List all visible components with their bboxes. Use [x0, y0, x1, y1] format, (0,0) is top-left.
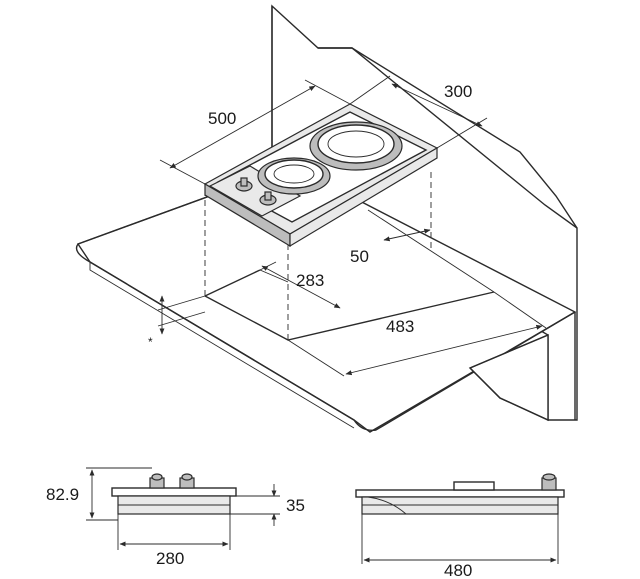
dimension-label-280: 280	[156, 549, 184, 568]
dimension-35: 35	[230, 484, 305, 526]
large-hotplate	[309, 121, 403, 171]
dimension-483: 483	[287, 291, 547, 377]
dimension-480: 480	[361, 514, 559, 579]
hob-appliance	[203, 103, 439, 248]
dimension-280: 280	[117, 514, 231, 568]
dimension-label-483: 483	[386, 317, 414, 336]
side-view: 480	[355, 473, 565, 579]
dimension-label-50: 50	[350, 247, 369, 266]
side-view-body	[355, 473, 565, 515]
front-view-body	[111, 473, 237, 515]
asterisk-note: *	[148, 335, 153, 349]
front-view: 82.9 35 280	[46, 467, 305, 568]
small-hotplate	[257, 157, 331, 195]
dimension-label-283: 283	[296, 271, 324, 290]
control-knob-1	[235, 177, 253, 192]
dimension-label-480: 480	[444, 561, 472, 579]
dimension-500: 500	[159, 79, 351, 185]
dimension-label-500: 500	[208, 109, 236, 128]
dimension-82-9: 82.9	[46, 467, 152, 521]
isometric-view: 500 300 283 50 483	[75, 4, 578, 433]
control-knob-2	[259, 191, 277, 206]
dimension-300: 300	[349, 75, 488, 149]
dimension-label-300: 300	[444, 82, 472, 101]
thickness-dimension: *	[148, 295, 206, 349]
dimension-50: 50	[350, 228, 431, 266]
dimension-283: 283	[259, 261, 341, 309]
dimension-label-82-9: 82.9	[46, 485, 79, 504]
dimension-label-35: 35	[286, 496, 305, 515]
